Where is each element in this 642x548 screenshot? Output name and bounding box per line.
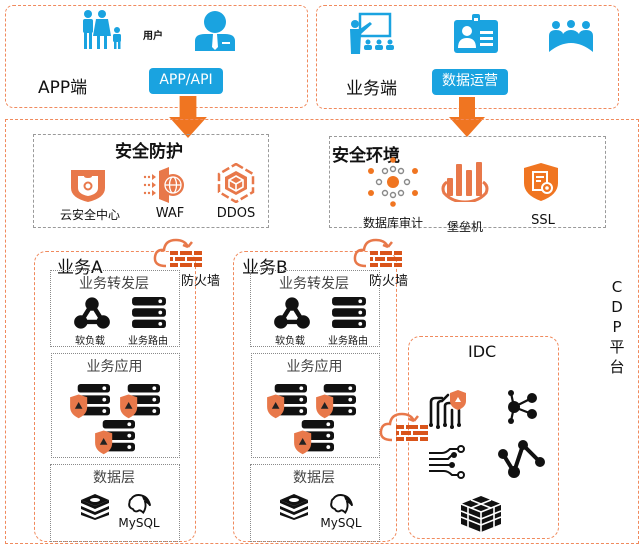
security-env-title: 安全环境 (332, 146, 400, 166)
user-label: 用户 (143, 31, 163, 42)
load-balancer-icon (73, 296, 111, 330)
share-nodes-icon (504, 390, 540, 424)
secured-server-icon (70, 384, 112, 422)
security-item-label: 云安全中心 (59, 208, 120, 222)
secured-server-icon (95, 420, 137, 458)
redis-icon (278, 494, 310, 520)
cdp-platform-panel (5, 119, 639, 544)
layer-title: 数据层 (93, 470, 135, 486)
layer-title: 业务转发层 (279, 276, 349, 292)
cdp-platform-label: C D P 平 台 (607, 277, 627, 377)
secured-server-icon (120, 384, 162, 422)
layer-title: 数据层 (293, 470, 335, 486)
business-b-title: 业务B (242, 258, 288, 278)
data-layer-a (50, 464, 180, 542)
business-a-title: 业务A (57, 258, 103, 278)
security-protection-title: 安全防护 (115, 142, 183, 162)
security-item-label: DDOS (216, 206, 256, 221)
security-env-item-label: 堡垒机 (446, 220, 483, 234)
id-card-icon (453, 14, 499, 54)
mysql-label: MySQL (118, 516, 160, 530)
cdp-char: C (611, 278, 623, 296)
layer-title: 业务应用 (86, 359, 143, 375)
app-api-button[interactable]: APP/API (149, 68, 223, 94)
mysql-label: MySQL (320, 516, 362, 530)
layer-title: 业务应用 (286, 359, 343, 375)
db-audit-icon (367, 157, 419, 207)
security-env-item-label: SSL (531, 213, 555, 228)
cdp-char: 台 (609, 358, 625, 376)
layer-item-label: 业务路由 (328, 336, 368, 347)
ddos-icon (216, 163, 256, 203)
cdp-char: 平 (609, 338, 625, 356)
secured-server-icon (294, 420, 336, 458)
app-layer-a (51, 353, 180, 458)
security-protection-panel (33, 134, 269, 228)
rack-icon (428, 390, 468, 430)
secured-server-icon (267, 384, 309, 422)
shield-icon (68, 168, 108, 202)
circuit-icon (428, 445, 468, 479)
security-env-item-label: 数据库审计 (362, 216, 423, 230)
server-icon (129, 297, 169, 329)
mysql-icon (328, 492, 354, 516)
redis-icon (79, 494, 111, 520)
forward-layer-b (250, 270, 380, 347)
firewall-icon[interactable] (352, 236, 404, 270)
load-balancer-icon (273, 296, 311, 330)
firewall-label: 防火墙 (369, 274, 409, 289)
layer-item-label: 业务路由 (128, 336, 168, 347)
meeting-icon (548, 20, 594, 52)
firewall-icon[interactable] (152, 236, 204, 270)
graph-icon (498, 440, 546, 478)
cdp-char: D (611, 298, 623, 316)
bastion-icon (440, 160, 490, 202)
firewall-icon[interactable] (378, 410, 430, 444)
data-ops-button[interactable]: 数据运营 (432, 69, 508, 95)
forward-layer-a (50, 270, 180, 347)
business-side-label: 业务端 (346, 79, 397, 99)
security-env-panel (329, 136, 606, 228)
cdp-char: P (612, 318, 622, 336)
presentation-icon (348, 12, 396, 54)
cube-cluster-icon (459, 496, 503, 532)
layer-item-label: 软负载 (75, 336, 105, 347)
idc-title: IDC (468, 342, 497, 361)
layer-title: 业务转发层 (79, 276, 149, 292)
firewall-label: 防火墙 (181, 274, 221, 289)
waf-icon (143, 167, 191, 203)
data-layer-b (250, 464, 380, 542)
app-layer-b (251, 353, 380, 458)
family-icon (80, 10, 126, 50)
secured-server-icon (316, 384, 358, 422)
layer-item-label: 软负载 (275, 336, 305, 347)
ssl-shield-icon (523, 163, 559, 201)
server-icon (329, 297, 369, 329)
mysql-icon (126, 492, 152, 516)
app-side-label: APP端 (38, 78, 88, 98)
security-item-label: WAF (155, 206, 185, 221)
app-side-panel (5, 5, 308, 108)
user-icon (193, 11, 237, 51)
